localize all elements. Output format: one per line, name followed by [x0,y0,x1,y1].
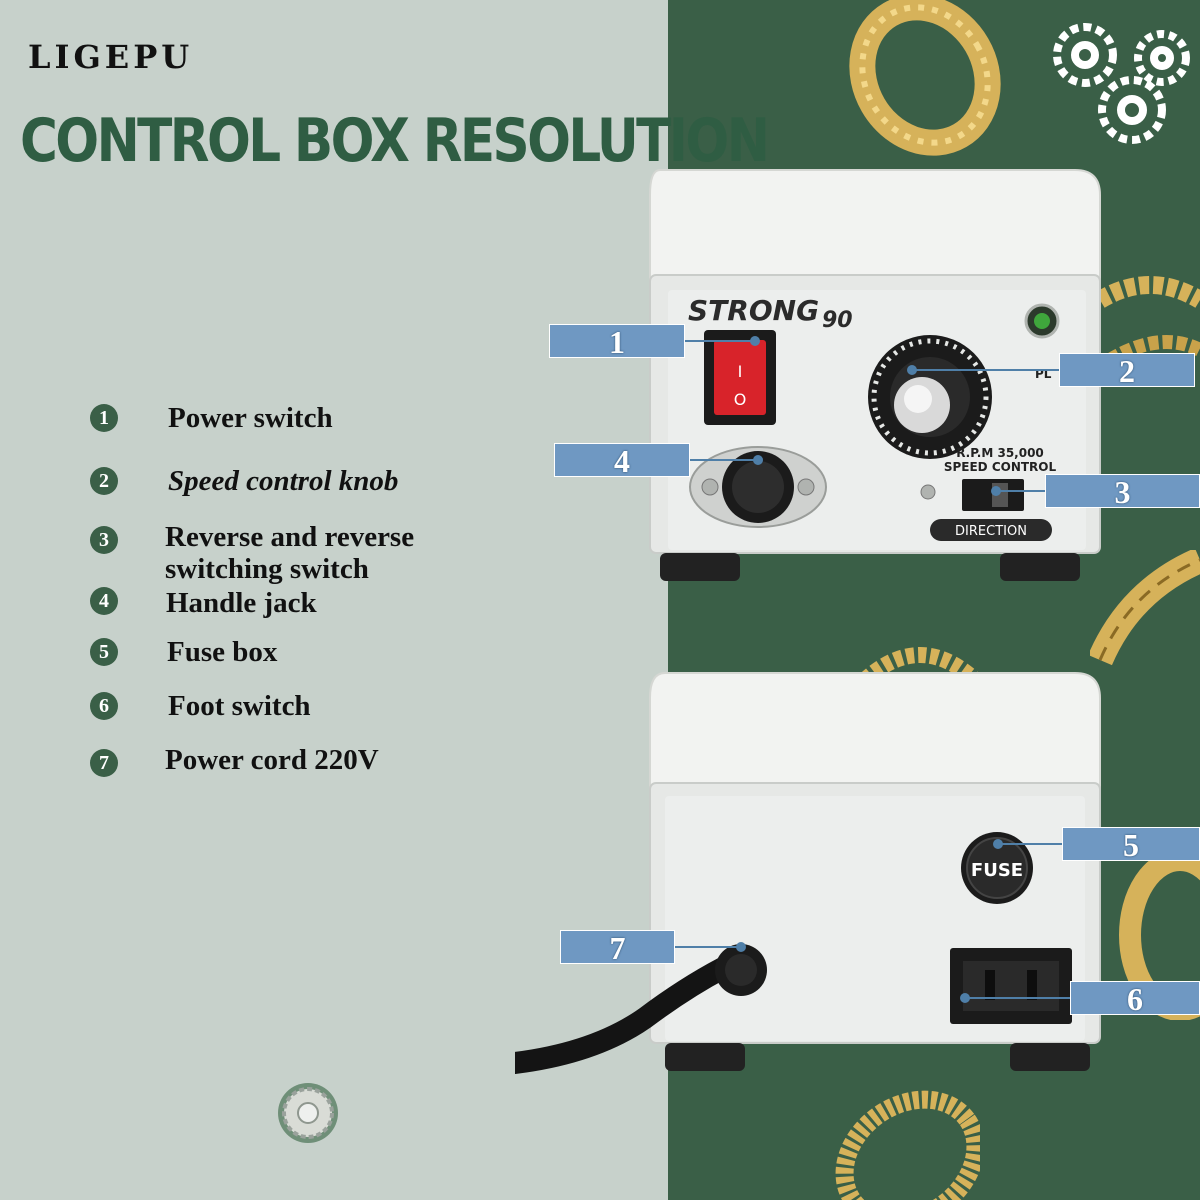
legend-number: 6 [90,692,118,720]
legend-label: Fuse box [167,636,278,668]
gold-ring-top-decoration [849,0,1001,156]
callout-1: 1 [549,324,685,359]
control-box-back: FUSE [515,672,1101,1074]
gold-bangle-decoration [1090,550,1200,666]
callout-4: 4 [554,443,690,478]
legend-label: Foot switch [168,690,311,722]
fuse-label: FUSE [971,860,1023,881]
legend-label: Power switch [168,402,333,434]
legend-label: switching switch [165,553,369,585]
legend-number: 7 [90,749,118,777]
model-label: STRONG [688,294,819,327]
switch-off-mark: O [734,390,747,409]
legend-label: Power cord 220V [165,744,379,776]
speed-control-label: SPEED CONTROL [944,460,1057,474]
legend-number: 2 [90,467,118,495]
legend-label: Speed control knob [168,465,399,497]
legend-label: Handle jack [166,587,317,619]
direction-label: DIRECTION [955,524,1027,539]
legend-number: 4 [90,587,118,615]
gold-chain-ring-decoration [1095,276,1200,367]
callout-6: 6 [1070,981,1200,1016]
callout-7: 7 [560,930,675,965]
legend-number: 1 [90,404,118,432]
switch-on-mark: I [738,362,743,381]
gold-ring-mid-decoration [860,647,980,680]
power-cord [515,957,734,1074]
model-number: 90 [822,308,853,333]
power-switch[interactable] [714,340,766,415]
control-box-front: STRONG 90 I O PL R.P.M 35,000 SPEED CONT… [649,169,1101,581]
gold-chain-bottom-decoration [835,1090,980,1200]
rpm-label: R.P.M 35,000 [956,446,1044,460]
page-title: CONTROL BOX RESOLUTION [20,106,770,176]
legend-number: 5 [90,638,118,666]
brand-logo: LIGEPU [28,38,194,76]
silver-gear-decoration [278,1083,338,1143]
callout-3: 3 [1045,474,1200,509]
callout-2: 2 [1059,353,1195,388]
legend-number: 3 [90,526,118,554]
legend-label: Reverse and reverse [165,521,415,553]
gear-icon [1053,23,1190,144]
callout-5: 5 [1062,827,1200,862]
